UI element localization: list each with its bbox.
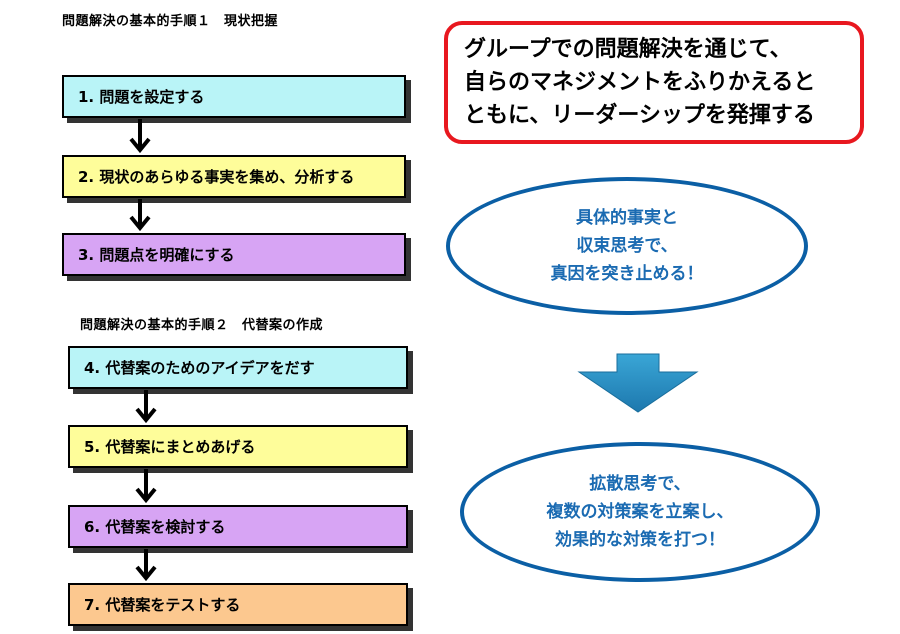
ellipse-line: 拡散思考で、 <box>589 474 691 494</box>
ellipse-line: 複数の対策案を立案し、 <box>546 502 734 522</box>
step-1-box: 1. 問題を設定する <box>62 75 406 118</box>
big-down-arrow-icon <box>577 353 699 413</box>
section-title-2: 問題解決の基本的手順２ 代替案の作成 <box>80 318 324 333</box>
ellipse-line: 真因を突き止める！ <box>550 264 704 284</box>
headline-line: 自らのマネジメントをふりかえると <box>464 70 816 95</box>
step-label: 7. 代替案をテストする <box>84 596 241 614</box>
down-arrow-icon <box>135 549 157 582</box>
headline-line: グループでの問題解決を通じて、 <box>464 37 792 62</box>
down-arrow-icon <box>129 119 151 154</box>
down-arrow-icon <box>135 390 157 424</box>
step-5-box: 5. 代替案にまとめあげる <box>68 425 408 468</box>
step-2-box: 2. 現状のあらゆる事実を集め、分析する <box>62 155 406 198</box>
divergent-thinking-ellipse: 拡散思考で、 複数の対策案を立案し、 効果的な対策を打つ！ <box>460 442 820 582</box>
step-3-box: 3. 問題点を明確にする <box>62 233 406 276</box>
step-label: 2. 現状のあらゆる事実を集め、分析する <box>78 168 355 186</box>
down-arrow-icon <box>135 469 157 504</box>
headline-line: ともに、リーダーシップを発揮する <box>464 103 815 128</box>
section-title-1: 問題解決の基本的手順１ 現状把握 <box>62 14 279 29</box>
headline-box: グループでの問題解決を通じて、 自らのマネジメントをふりかえると ともに、リーダ… <box>444 21 864 144</box>
step-label: 3. 問題点を明確にする <box>78 246 235 264</box>
step-label: 1. 問題を設定する <box>78 88 205 106</box>
step-label: 5. 代替案にまとめあげる <box>84 438 256 456</box>
down-arrow-icon <box>129 199 151 232</box>
step-6-box: 6. 代替案を検討する <box>68 505 408 548</box>
step-7-box: 7. 代替案をテストする <box>68 583 408 626</box>
ellipse-line: 収束思考で、 <box>576 236 678 256</box>
convergent-thinking-ellipse: 具体的事実と 収束思考で、 真因を突き止める！ <box>446 177 808 315</box>
step-label: 6. 代替案を検討する <box>84 518 226 536</box>
step-4-box: 4. 代替案のためのアイデアをだす <box>68 346 408 389</box>
step-label: 4. 代替案のためのアイデアをだす <box>84 359 315 377</box>
ellipse-line: 具体的事実と <box>576 208 678 228</box>
ellipse-line: 効果的な対策を打つ！ <box>555 530 725 550</box>
